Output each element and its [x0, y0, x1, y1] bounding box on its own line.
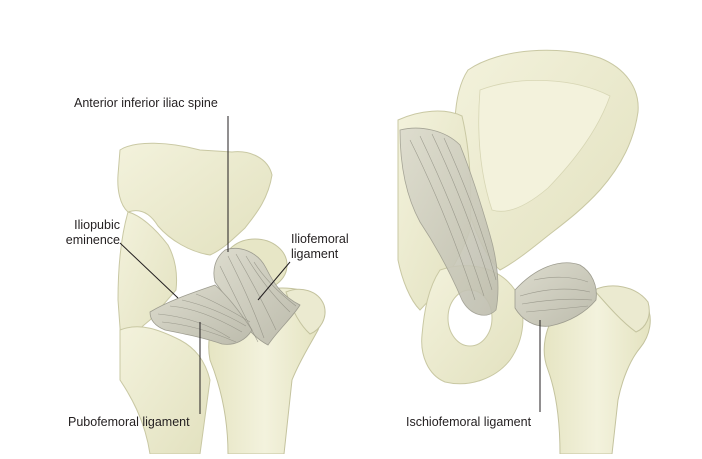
right-iliac-fossa-contour	[478, 80, 611, 212]
left-lower-pelvis-bone	[119, 326, 211, 455]
left-ilium-bone	[117, 142, 273, 256]
label-pubofemoral-ligament: Pubofemoral ligament	[68, 415, 190, 429]
label-iliopubic-eminence-line1: Iliopubic	[74, 218, 120, 232]
label-anterior-inferior-iliac-spine: Anterior inferior iliac spine	[74, 96, 218, 110]
label-iliofemoral-ligament: Iliofemoral ligament	[291, 232, 381, 262]
left-iliofemoral-ligament	[213, 248, 301, 346]
left-ligament-fibers	[157, 253, 297, 343]
label-ischiofemoral-ligament: Ischiofemoral ligament	[406, 415, 532, 429]
right-ligament-fibers	[409, 133, 593, 313]
leader-iliofemoral-ligament	[257, 261, 291, 301]
right-posterior-view	[397, 49, 651, 455]
left-pubic-ramus-bone	[117, 211, 178, 356]
right-sacral-ligaments	[399, 127, 499, 316]
leader-iliopubic-eminence	[119, 242, 179, 299]
right-greater-trochanter	[593, 285, 650, 333]
label-iliopubic-eminence-line2: eminence	[65, 233, 120, 247]
left-greater-trochanter	[285, 288, 326, 335]
left-anterior-view	[117, 116, 326, 455]
label-iliofemoral-ligament-line1: Iliofemoral	[291, 232, 349, 246]
left-pubofemoral-ligament	[149, 284, 253, 345]
label-iliofemoral-ligament-line2: ligament	[291, 247, 339, 261]
label-iliopubic-eminence: Iliopubic eminence	[50, 218, 120, 248]
left-leader-lines	[119, 116, 291, 414]
